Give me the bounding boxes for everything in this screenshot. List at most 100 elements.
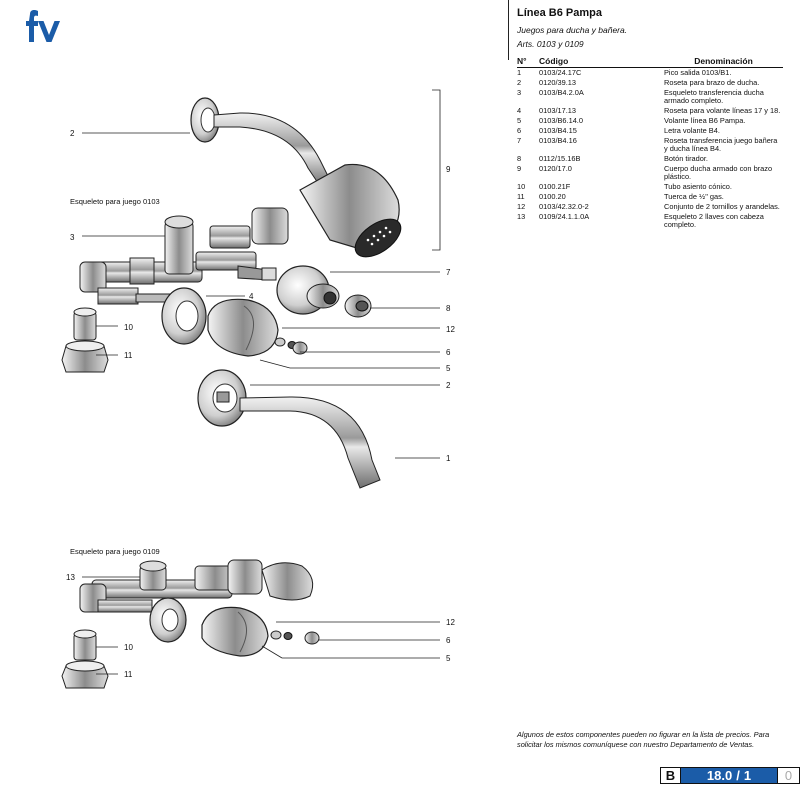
- label-5-bottom: 5: [446, 654, 451, 663]
- parts-table: N° Código Denominación 1 0103/24.17C Pico …: [517, 56, 783, 230]
- label-6-top: 6: [446, 348, 451, 357]
- conic-tube-0109: [73, 629, 97, 661]
- row-code: 0100.21F: [539, 182, 571, 191]
- label-2-top: 2: [70, 129, 75, 138]
- header-divider: [508, 0, 509, 60]
- row-code: 0120/39.13: [539, 78, 576, 87]
- row-number: 4: [517, 106, 522, 115]
- label-11-bottom: 11: [124, 670, 133, 679]
- page-extra: 0: [777, 768, 799, 783]
- page-section-letter: B: [661, 768, 681, 783]
- header-number: N°: [517, 56, 539, 68]
- row-number: 1: [517, 68, 522, 77]
- label-10-top: 10: [124, 323, 133, 332]
- page-title: Línea B6 Pampa: [517, 7, 602, 19]
- label-9: 9: [446, 165, 451, 174]
- table-row: 8 0112/15.16B Botón tirador.: [517, 154, 783, 164]
- row-code: 0112/15.16B: [539, 154, 581, 163]
- table-row: 12 0103/42.32.0-2 Conjunto de 2 tornillos …: [517, 202, 783, 212]
- row-number: 9: [517, 164, 522, 173]
- label-5-top: 5: [446, 364, 451, 373]
- label-13: 13: [66, 573, 75, 582]
- label-7: 7: [446, 268, 451, 277]
- page-subtitle: Juegos para ducha y bañera.: [517, 25, 628, 35]
- shower-rosette-top: [190, 97, 220, 143]
- label-12-top: 12: [446, 325, 455, 334]
- shower-head: [299, 163, 402, 258]
- gas-nut: [61, 340, 109, 373]
- row-number: 12: [517, 202, 526, 211]
- label-11-top: 11: [124, 351, 133, 360]
- row-code: 0103/B4.2.0A: [539, 88, 584, 97]
- row-name: Letra volante B4.: [664, 126, 720, 135]
- row-number: 5: [517, 116, 522, 125]
- shower-arm: [213, 112, 331, 187]
- row-code: 0120/17.0: [539, 164, 572, 173]
- table-row: 5 0103/B6.14.0 Volante línea B6 Pampa.: [517, 116, 783, 126]
- table-header-row: N° Código Denominación: [517, 56, 783, 68]
- header-name: Denominación: [664, 56, 783, 68]
- row-code: 0100.20: [539, 192, 566, 201]
- footer-note: Algunos de estos componentes pueden no f…: [517, 730, 770, 749]
- threaded-outlet: [97, 287, 177, 305]
- label-6-bottom: 6: [446, 636, 451, 645]
- page-main-number: 18.0: [706, 768, 733, 783]
- row-name: Pico salida 0103/B1.: [664, 68, 732, 77]
- row-name: Botón tirador.: [664, 154, 708, 163]
- row-code: 0103/B6.14.0: [539, 116, 583, 125]
- label-10-bottom: 10: [124, 643, 133, 652]
- page-separator: /: [736, 768, 740, 783]
- articles-line: Arts. 0103 y 0109: [517, 39, 584, 49]
- label-2-bottom: 2: [446, 381, 451, 390]
- table-row: 11 0100.20 Tuerca de ½" gas.: [517, 192, 783, 202]
- pull-button: [344, 294, 372, 318]
- label-1: 1: [446, 454, 451, 463]
- rosette-0109: [149, 597, 187, 643]
- conic-tube: [73, 307, 97, 341]
- header-code: Código: [539, 56, 664, 68]
- row-code: 0103/24.17C: [539, 68, 582, 77]
- row-name: Tuerca de ½" gas.: [664, 192, 724, 201]
- leader-lines-bottom: [82, 576, 440, 675]
- transfer-rosette: [276, 265, 340, 315]
- label-3: 3: [70, 233, 75, 242]
- row-number: 13: [517, 212, 526, 221]
- row-number: 6: [517, 126, 522, 135]
- caption-0103: Esqueleto para juego 0103: [70, 197, 160, 206]
- row-name: Cuerpo ducha armado con brazo plástico.: [664, 164, 773, 181]
- table-row: 9 0120/17.0 Cuerpo ducha armado con brazo …: [517, 164, 783, 182]
- spout-rosette: [197, 369, 247, 427]
- fv-logo-icon: [26, 10, 60, 42]
- screws-0109: [270, 630, 320, 645]
- row-code: 0103/17.13: [539, 106, 576, 115]
- row-name: Esqueleto transferencia ducha armado com…: [664, 88, 764, 105]
- row-name: Volante línea B6 Pampa.: [664, 116, 746, 125]
- row-code: 0103/B4.16: [539, 136, 577, 145]
- page-number-box: B 18.0 / 1 0: [660, 767, 800, 784]
- row-name: Tubo asiento cónico.: [664, 182, 732, 191]
- row-name: Roseta para volante líneas 17 y 18.: [664, 106, 781, 115]
- page-number: 18.0 / 1: [681, 768, 777, 783]
- valve-body-0109: [79, 559, 314, 613]
- row-name: Conjunto de 2 tornillos y arandelas.: [664, 202, 780, 211]
- row-number: 2: [517, 78, 522, 87]
- row-code: 0103/B4.15: [539, 126, 577, 135]
- screws-washers: [274, 337, 308, 355]
- handle-rosette: [161, 287, 207, 345]
- row-name: Roseta transferencia juego bañera y duch…: [664, 136, 778, 153]
- row-number: 11: [517, 192, 525, 201]
- row-number: 8: [517, 154, 522, 163]
- leader-lines-top: [82, 132, 440, 459]
- row-name: Esqueleto 2 llaves con cabeza completo.: [664, 212, 764, 229]
- label-8: 8: [446, 304, 451, 313]
- exploded-diagram: 2 9 3 7 4 8 10 12 6 11 5 2 1 Esqueleto p…: [61, 89, 455, 689]
- table-row: 6 0103/B4.15 Letra volante B4.: [517, 126, 783, 136]
- row-code: 0103/42.32.0-2: [539, 202, 589, 211]
- gas-nut-0109: [61, 660, 109, 689]
- table-row: 4 0103/17.13 Roseta para volante líneas 17…: [517, 106, 783, 116]
